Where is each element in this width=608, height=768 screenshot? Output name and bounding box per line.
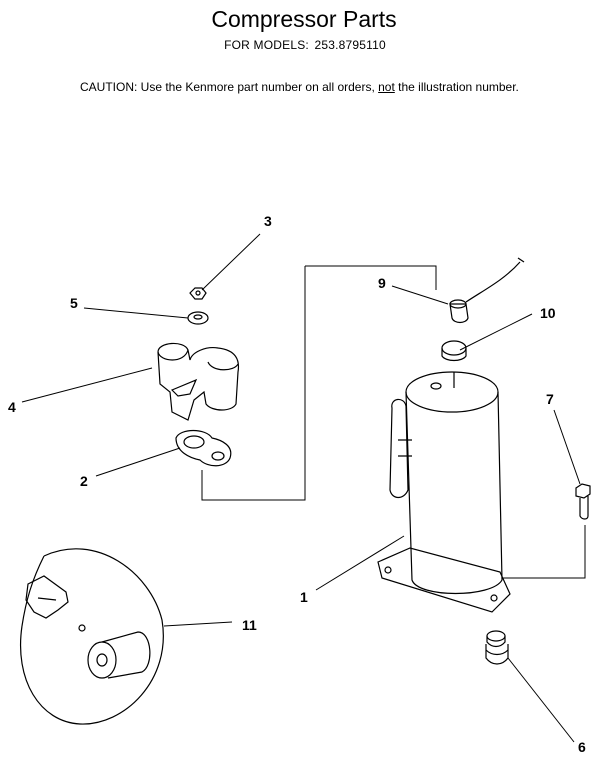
part-7-bolt: [575, 483, 591, 520]
callout-7: 7: [546, 391, 554, 407]
models-line: FOR MODELS: 253.8795110: [0, 38, 608, 52]
leader-lines: [21, 233, 581, 743]
leader-6: [507, 657, 575, 743]
part-5-washer: [187, 311, 209, 325]
callout-3: 3: [264, 213, 272, 229]
leader-3: [201, 233, 261, 291]
leader-9: [391, 285, 449, 305]
part-2-gasket: [175, 429, 232, 467]
leader-5: [83, 307, 189, 319]
part-3-nut: [189, 287, 207, 300]
part-11-detail-inset: [20, 548, 164, 725]
assembly-bracket-lines: [201, 265, 586, 579]
caution-emphasis: not: [378, 80, 395, 94]
callout-1: 1: [300, 589, 308, 605]
callout-10: 10: [540, 305, 556, 321]
leader-2: [95, 447, 181, 477]
callout-5: 5: [70, 295, 78, 311]
part-9-overload-protector: [449, 257, 525, 324]
leader-1: [315, 535, 405, 591]
callout-6: 6: [578, 739, 586, 755]
part-6-mounting-grommet: [485, 630, 509, 665]
callout-2: 2: [80, 473, 88, 489]
models-label: FOR MODELS:: [224, 38, 309, 52]
caution-suffix: the illustration number.: [394, 80, 519, 94]
part-1-compressor: [377, 371, 511, 613]
part-10-grommet: [441, 340, 467, 362]
leader-10: [459, 313, 533, 351]
callout-9: 9: [378, 275, 386, 291]
callout-11: 11: [242, 617, 257, 633]
leader-11: [163, 621, 233, 627]
leader-4: [21, 367, 153, 403]
caution-note: CAUTION: Use the Kenmore part number on …: [80, 80, 519, 94]
model-number: 253.8795110: [314, 38, 386, 52]
leader-7: [553, 409, 581, 485]
callout-numbers: 3 5 4 2 9 10 7 1 11 6: [8, 213, 586, 755]
page-title: Compressor Parts: [211, 6, 397, 32]
caution-text: CAUTION: Use the Kenmore part number on …: [80, 80, 379, 94]
callout-4: 4: [8, 399, 16, 415]
part-4-terminal-cover: [157, 342, 240, 421]
